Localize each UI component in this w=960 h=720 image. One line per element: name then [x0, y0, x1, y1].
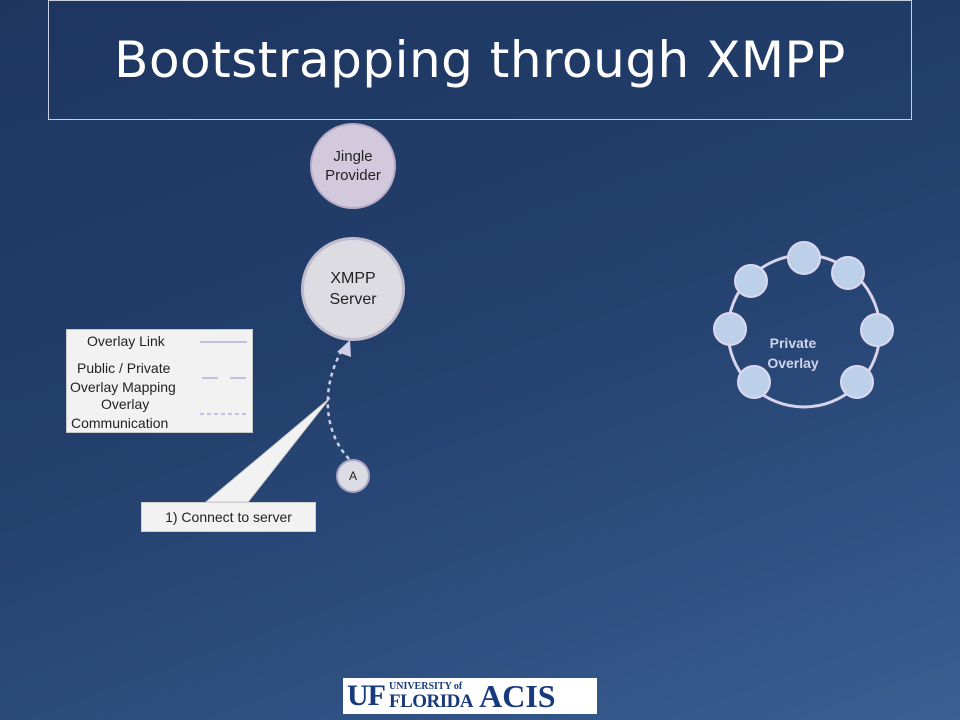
title-box: Bootstrapping through XMPP — [48, 0, 912, 120]
callout-text: 1) Connect to server — [165, 509, 292, 525]
ring-label-line2: Overlay — [767, 355, 819, 371]
legend-mapping-line1: Public / Private — [77, 360, 171, 376]
connect-arrowhead — [337, 340, 351, 357]
logo-university: UNIVERSITY of FLORIDA — [389, 680, 474, 712]
logo-uf: UF — [347, 679, 386, 712]
ring-peers — [713, 241, 894, 399]
xmpp-server-node: XMPP Server — [301, 237, 405, 341]
ring-peer — [831, 256, 865, 290]
ring-peer — [737, 365, 771, 399]
legend-overlay-link: Overlay Link — [87, 333, 165, 349]
ring-label-line1: Private — [770, 335, 817, 351]
ring-peer — [860, 313, 894, 347]
uf-acis-logo: UF UNIVERSITY of FLORIDA ACIS — [343, 678, 597, 714]
legend-comm-line2: Communication — [71, 415, 169, 431]
legend-comm-line1: Overlay — [101, 396, 150, 412]
ring-peer — [840, 365, 874, 399]
peer-a-label: A — [348, 468, 357, 483]
jingle-label-line1: Jingle — [333, 148, 373, 165]
ring-peer — [734, 264, 768, 298]
callout-box: 1) Connect to server — [141, 502, 316, 532]
xmpp-label-line1: XMPP — [330, 270, 376, 287]
logo-florida: FLORIDA — [389, 690, 474, 712]
logo-acis: ACIS — [479, 677, 556, 714]
jingle-provider-node: Jingle Provider — [310, 123, 396, 209]
ring-peer — [713, 312, 747, 346]
connect-path — [326, 349, 350, 460]
xmpp-label-line2: Server — [329, 291, 377, 308]
legend-box: Overlay Link Public / Private Overlay Ma… — [66, 329, 253, 433]
peer-a-node: A — [336, 459, 370, 493]
logo-university-top: UNIVERSITY of — [389, 680, 463, 692]
jingle-label-line2: Provider — [325, 167, 381, 184]
legend-swatches — [200, 341, 249, 415]
slide-title: Bootstrapping through XMPP — [114, 31, 846, 89]
legend-mapping-line2: Overlay Mapping — [70, 379, 176, 395]
ring-peer — [787, 241, 821, 275]
